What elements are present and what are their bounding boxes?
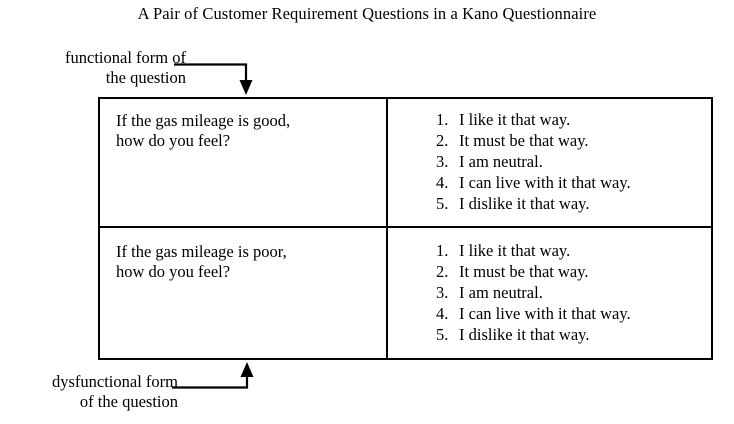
table-row: If the gas mileage is good, how do you f… xyxy=(100,99,711,228)
answer-number: 1. xyxy=(436,110,449,129)
dysfunctional-form-label-line1: dysfunctional form xyxy=(51,372,178,391)
list-item[interactable]: 4. I can live with it that way. xyxy=(436,303,711,324)
functional-form-label-line2: the question xyxy=(105,68,186,87)
list-item[interactable]: 1. I like it that way. xyxy=(436,240,711,261)
answer-number: 4. xyxy=(436,304,449,323)
question-cell-functional: If the gas mileage is good, how do you f… xyxy=(100,99,388,226)
answer-text: It must be that way. xyxy=(459,131,589,150)
down-arrow-icon xyxy=(239,80,253,95)
answer-text: It must be that way. xyxy=(459,262,589,281)
answer-number: 2. xyxy=(436,131,449,150)
answer-text: I dislike it that way. xyxy=(459,194,590,213)
list-item[interactable]: 3. I am neutral. xyxy=(436,151,711,172)
dysfunctional-form-label-line2: of the question xyxy=(79,392,178,411)
dysfunctional-form-label: dysfunctional form of the question xyxy=(2,372,178,412)
question-line1: If the gas mileage is poor, xyxy=(116,242,287,261)
answer-number: 5. xyxy=(436,325,449,344)
question-line1: If the gas mileage is good, xyxy=(116,111,291,130)
answer-number: 1. xyxy=(436,241,449,260)
answers-cell-dysfunctional: 1. I like it that way. 2. It must be tha… xyxy=(388,228,711,358)
dysfunctional-connector xyxy=(172,362,254,389)
list-item[interactable]: 4. I can live with it that way. xyxy=(436,172,711,193)
question-cell-dysfunctional: If the gas mileage is poor, how do you f… xyxy=(100,228,388,358)
answer-text: I dislike it that way. xyxy=(459,325,590,344)
figure-title: A Pair of Customer Requirement Questions… xyxy=(137,4,597,23)
list-item[interactable]: 3. I am neutral. xyxy=(436,282,711,303)
up-arrow-icon xyxy=(240,362,254,377)
list-item[interactable]: 1. I like it that way. xyxy=(436,109,711,130)
answer-text: I am neutral. xyxy=(459,152,543,171)
answer-text: I can live with it that way. xyxy=(459,304,631,323)
list-item[interactable]: 2. It must be that way. xyxy=(436,130,711,151)
answer-text: I can live with it that way. xyxy=(459,173,631,192)
list-item[interactable]: 5. I dislike it that way. xyxy=(436,324,711,345)
answer-text: I like it that way. xyxy=(459,241,571,260)
answer-number: 2. xyxy=(436,262,449,281)
list-item[interactable]: 2. It must be that way. xyxy=(436,261,711,282)
answer-number: 4. xyxy=(436,173,449,192)
table-row: If the gas mileage is poor, how do you f… xyxy=(100,228,711,358)
functional-form-label-line1: functional form of xyxy=(65,48,186,67)
answer-text: I am neutral. xyxy=(459,283,543,302)
answer-number: 3. xyxy=(436,152,449,171)
answers-cell-functional: 1. I like it that way. 2. It must be tha… xyxy=(388,99,711,226)
functional-form-label: functional form of the question xyxy=(6,48,186,88)
answer-number: 3. xyxy=(436,283,449,302)
answer-number: 5. xyxy=(436,194,449,213)
answer-text: I like it that way. xyxy=(459,110,571,129)
answer-list-functional: 1. I like it that way. 2. It must be tha… xyxy=(388,109,711,214)
answer-list-dysfunctional: 1. I like it that way. 2. It must be tha… xyxy=(388,240,711,345)
question-line2: how do you feel? xyxy=(116,262,231,281)
list-item[interactable]: 5. I dislike it that way. xyxy=(436,193,711,214)
kano-questionnaire-table: If the gas mileage is good, how do you f… xyxy=(98,97,713,360)
question-line2: how do you feel? xyxy=(116,131,231,150)
